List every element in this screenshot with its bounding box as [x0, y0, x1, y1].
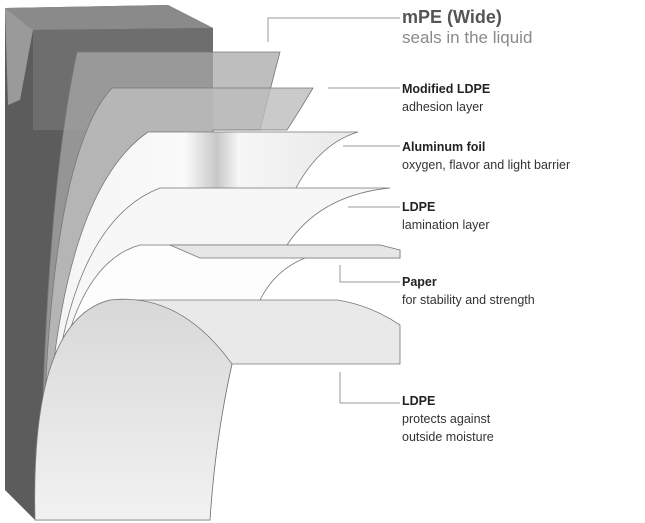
layer-desc: seals in the liquid [402, 28, 533, 47]
layer-desc: protects against [402, 412, 491, 426]
layer-desc: oxygen, flavor and light barrier [402, 158, 571, 172]
label-ldpe-outer: LDPE protects against outside moisture [402, 392, 494, 446]
label-ldpe-lamination: LDPE lamination layer [402, 198, 490, 234]
layer-desc: outside moisture [402, 430, 494, 444]
layer-desc: for stability and strength [402, 293, 535, 307]
layer-desc: lamination layer [402, 218, 490, 232]
layer-name: LDPE [402, 394, 436, 408]
label-modified-ldpe: Modified LDPE adhesion layer [402, 80, 490, 116]
layer-name: Modified LDPE [402, 82, 491, 96]
label-aluminum-foil: Aluminum foil oxygen, flavor and light b… [402, 138, 570, 174]
layer-name: mPE (Wide) [402, 7, 502, 27]
layer-desc: adhesion layer [402, 100, 484, 114]
layer-name: Paper [402, 275, 437, 289]
label-paper: Paper for stability and strength [402, 273, 535, 309]
label-mpe: mPE (Wide) seals in the liquid [402, 6, 532, 48]
layer-name: LDPE [402, 200, 436, 214]
layer-name: Aluminum foil [402, 140, 486, 154]
leader-lines [267, 17, 400, 404]
